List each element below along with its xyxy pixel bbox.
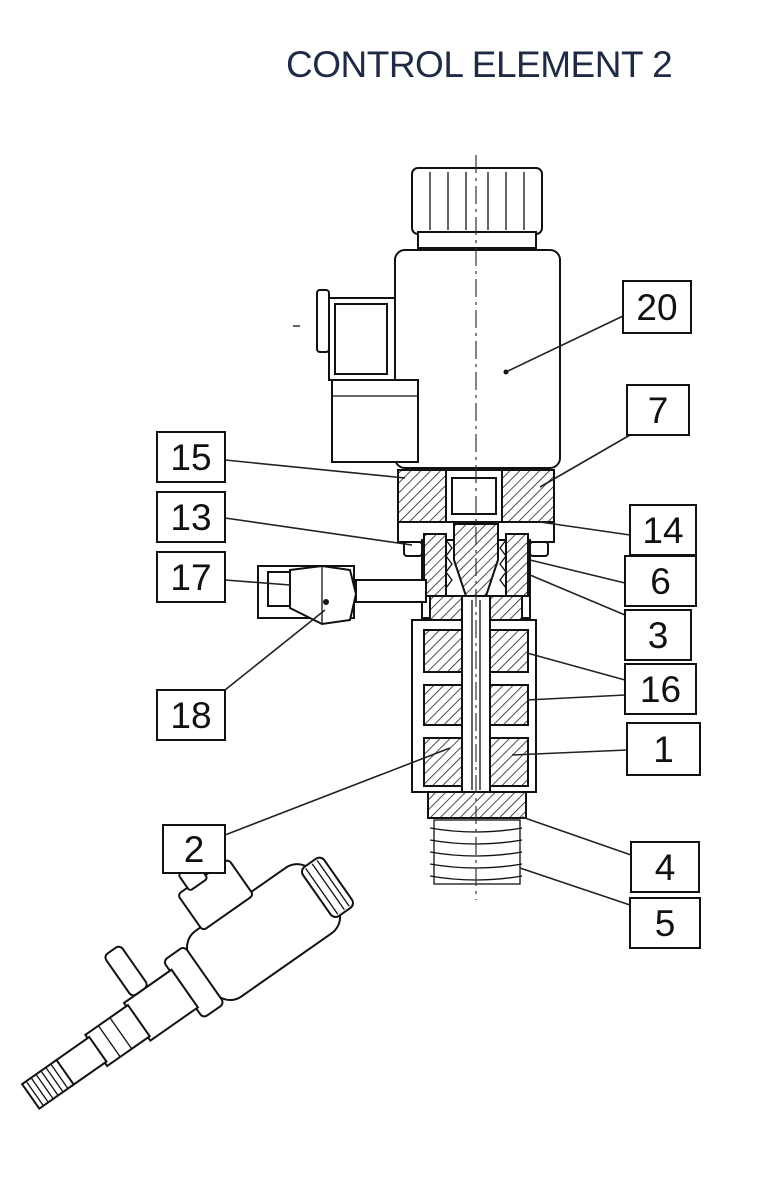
callout-label: 2	[184, 829, 205, 870]
leader-line-20	[505, 315, 624, 373]
callout-2: 2	[162, 824, 226, 874]
callout-box	[629, 504, 697, 556]
callout-label: 15	[170, 437, 211, 478]
diagram-title: CONTROL ELEMENT 2	[286, 44, 673, 85]
callout-4: 4	[630, 841, 700, 893]
leader-line-4	[521, 816, 632, 856]
callout-20: 20	[622, 280, 692, 334]
leader-line-16	[526, 652, 626, 681]
leader-line-18	[224, 609, 326, 691]
side-port	[257, 564, 427, 626]
leader-lines	[224, 315, 632, 906]
callout-18: 18	[156, 689, 226, 741]
callout-labels: 20 7 15 13 14 17 6 3 16 18 1 2 4 5	[156, 280, 701, 949]
callout-label: 6	[650, 561, 671, 602]
callout-13: 13	[156, 491, 226, 543]
leader-line-14	[539, 521, 631, 536]
coil-nut	[411, 167, 543, 249]
solenoid-coil	[394, 249, 561, 469]
callout-label: 3	[648, 615, 669, 656]
threaded-end	[427, 791, 527, 885]
callout-7: 7	[626, 384, 690, 436]
callout-box	[162, 824, 226, 874]
callout-label: 20	[636, 287, 677, 328]
callout-box	[630, 841, 700, 893]
callout-box	[624, 555, 697, 607]
callout-17: 17	[156, 551, 226, 603]
callout-label: 16	[640, 669, 681, 710]
callout-label: 13	[170, 497, 211, 538]
callout-box	[626, 722, 701, 776]
cartridge-body	[411, 595, 537, 793]
leader-line-extra-0	[526, 694, 626, 701]
leader-line-3	[529, 574, 626, 616]
callout-box	[156, 551, 226, 603]
leader-line-17	[224, 579, 291, 586]
isometric-thread	[20, 1058, 76, 1111]
valve-section	[257, 155, 561, 900]
leader-line-13	[224, 517, 413, 546]
callout-16: 16	[624, 663, 697, 715]
callout-box	[629, 897, 701, 949]
callout-label: 7	[648, 390, 669, 431]
callout-label: 4	[655, 847, 676, 888]
callout-label: 5	[655, 903, 676, 944]
leader-line-7	[539, 434, 631, 488]
callout-box	[156, 689, 226, 741]
leader-line-5	[519, 867, 631, 906]
callout-label: 17	[170, 557, 211, 598]
leader-line-15	[224, 459, 406, 479]
leader-line-1	[511, 749, 628, 756]
callout-1: 1	[626, 722, 701, 776]
callout-box	[156, 431, 226, 483]
callout-15: 15	[156, 431, 226, 483]
callout-label: 18	[170, 695, 211, 736]
leader-line-2	[224, 747, 451, 836]
callout-label: 1	[653, 729, 674, 770]
callout-label: 14	[642, 510, 683, 551]
callout-box	[622, 280, 692, 334]
callout-box	[156, 491, 226, 543]
leader-line-6	[529, 559, 626, 584]
connector-plug	[293, 289, 419, 463]
callout-14: 14	[629, 504, 697, 556]
callout-box	[624, 663, 697, 715]
callout-box	[626, 384, 690, 436]
callout-6: 6	[624, 555, 697, 607]
callout-5: 5	[629, 897, 701, 949]
callout-box	[624, 609, 692, 661]
callout-3: 3	[624, 609, 692, 661]
